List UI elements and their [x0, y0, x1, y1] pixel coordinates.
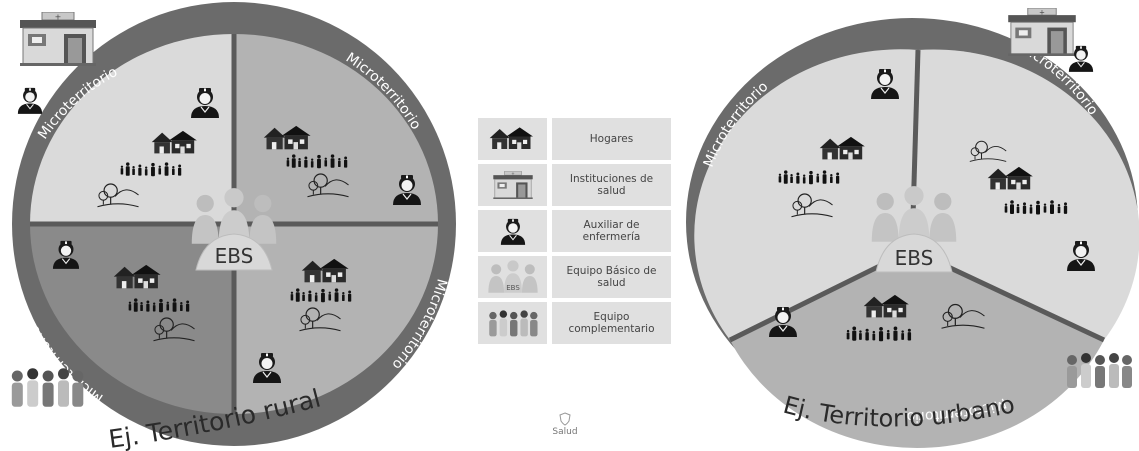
complementary-team-icon: [488, 310, 538, 337]
basic-team-icon-text: EBS: [506, 284, 520, 292]
health-institution-icon: [1007, 8, 1077, 56]
basic-team-icon: [871, 186, 957, 242]
rural-diagram: EBS Microterritorio Microterritorio Micr…: [11, 2, 456, 451]
urbano-sector-bottom: [730, 250, 1104, 448]
legend: Hogares Instituciones de salud Auxiliar …: [478, 118, 671, 348]
legend-label: Equipo Básico de salud: [552, 256, 671, 298]
health-institution-icon: [19, 12, 97, 66]
legend-label: Instituciones de salud: [552, 164, 671, 206]
rural-ebs-label: EBS: [215, 244, 254, 268]
rural-sector-bottom-left: [30, 224, 234, 414]
salud-logo-text: Salud: [552, 427, 578, 437]
urbano-ebs-label: EBS: [895, 246, 934, 270]
legend-item-complementary-team: Equipo complementario: [478, 302, 671, 344]
legend-label: Equipo complementario: [552, 302, 671, 344]
legend-label: Hogares: [552, 118, 671, 160]
rural-ebs-badge: [195, 233, 273, 271]
rural-sector-top-right: [234, 34, 438, 224]
salud-logo: Salud: [540, 412, 590, 437]
nurse-icon: [499, 218, 526, 245]
legend-item-health-institutions: Instituciones de salud: [478, 164, 671, 206]
nurse-icon: [17, 87, 43, 114]
health-institution-icon: [492, 171, 533, 199]
legend-label: Auxiliar de enfermería: [552, 210, 671, 252]
urbano-ebs-badge: [875, 233, 953, 273]
urbano-diagram: EBS Microterritorio Microterritorio Micr…: [686, 8, 1139, 448]
homes-icon: [489, 127, 533, 149]
shield-icon: [559, 412, 571, 426]
legend-item-nurse: Auxiliar de enfermería: [478, 210, 671, 252]
legend-item-basic-team: EBS Equipo Básico de salud: [478, 256, 671, 298]
legend-item-homes: Hogares: [478, 118, 671, 160]
basic-team-icon: EBS: [487, 260, 538, 293]
rural-sector-top-left: [30, 34, 234, 224]
rural-sector-bottom-right: [234, 224, 438, 414]
